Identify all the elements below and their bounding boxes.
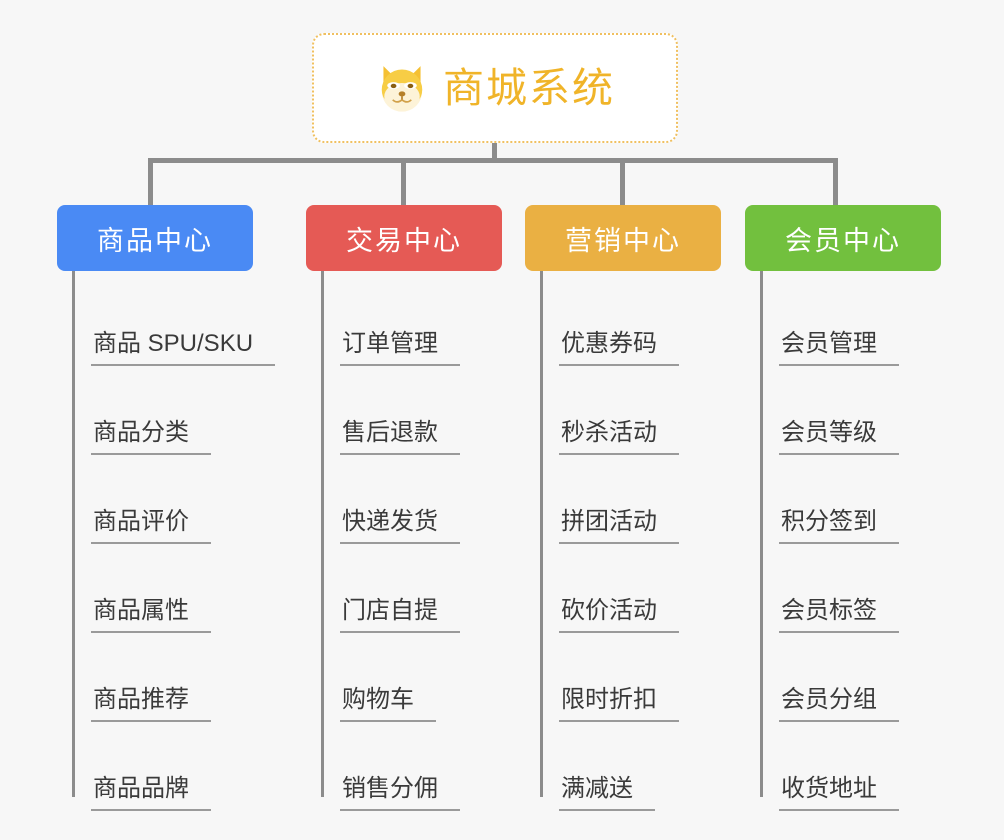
list-item-label: 优惠券码 (559, 330, 679, 366)
branch-spine-4 (760, 271, 763, 797)
list-item-label: 会员等级 (779, 419, 899, 455)
list-item-label: 快递发货 (340, 508, 460, 544)
branch-header-2[interactable]: 交易中心 (306, 205, 502, 271)
list-item[interactable]: 商品推荐 (75, 633, 253, 722)
root-node[interactable]: 商城系统 (312, 33, 678, 143)
root-node-label: 商城系统 (443, 64, 615, 111)
list-item[interactable]: 积分签到 (763, 455, 941, 544)
list-item-label: 售后退款 (340, 419, 460, 455)
list-item-label: 收货地址 (779, 775, 899, 811)
list-item[interactable]: 快递发货 (324, 455, 502, 544)
branch-column-2: 交易中心 订单管理 售后退款 快递发货 门店自提 购物车 销售分佣 (306, 205, 502, 811)
branch-header-4[interactable]: 会员中心 (745, 205, 941, 271)
connector-drop-2 (401, 158, 406, 208)
list-item[interactable]: 会员分组 (763, 633, 941, 722)
list-item[interactable]: 售后退款 (324, 366, 502, 455)
list-item-label: 积分签到 (779, 508, 899, 544)
list-item-label: 满减送 (559, 775, 655, 811)
list-item[interactable]: 限时折扣 (543, 633, 721, 722)
list-item-label: 商品分类 (91, 419, 211, 455)
list-item[interactable]: 收货地址 (763, 722, 941, 811)
connector-drop-4 (833, 158, 838, 208)
list-item[interactable]: 秒杀活动 (543, 366, 721, 455)
branch-header-1[interactable]: 商品中心 (57, 205, 253, 271)
branch-items-2: 订单管理 售后退款 快递发货 门店自提 购物车 销售分佣 (306, 271, 502, 811)
branch-column-1: 商品中心 商品 SPU/SKU 商品分类 商品评价 商品属性 商品推荐 商品品牌 (57, 205, 276, 811)
branch-items-1: 商品 SPU/SKU 商品分类 商品评价 商品属性 商品推荐 商品品牌 (57, 271, 276, 811)
list-item-label: 秒杀活动 (559, 419, 679, 455)
branch-header-3[interactable]: 营销中心 (525, 205, 721, 271)
list-item[interactable]: 拼团活动 (543, 455, 721, 544)
list-item-label: 拼团活动 (559, 508, 679, 544)
list-item-label: 限时折扣 (559, 686, 679, 722)
list-item[interactable]: 订单管理 (324, 277, 502, 366)
list-item[interactable]: 销售分佣 (324, 722, 502, 811)
list-item-label: 商品评价 (91, 508, 211, 544)
branch-spine-3 (540, 271, 543, 797)
list-item-label: 订单管理 (340, 330, 460, 366)
list-item[interactable]: 商品属性 (75, 544, 253, 633)
list-item-label: 会员标签 (779, 597, 899, 633)
list-item[interactable]: 砍价活动 (543, 544, 721, 633)
list-item-label: 商品属性 (91, 597, 211, 633)
list-item-label: 销售分佣 (340, 775, 460, 811)
connector-horizontal-bus (148, 158, 836, 163)
list-item[interactable]: 会员管理 (763, 277, 941, 366)
branch-spine-1 (72, 271, 75, 797)
list-item-label: 砍价活动 (559, 597, 679, 633)
list-item-label: 会员管理 (779, 330, 899, 366)
branch-items-3: 优惠券码 秒杀活动 拼团活动 砍价活动 限时折扣 满减送 (525, 271, 721, 811)
connector-drop-1 (148, 158, 153, 208)
branch-items-4: 会员管理 会员等级 积分签到 会员标签 会员分组 收货地址 (745, 271, 941, 811)
list-item[interactable]: 会员等级 (763, 366, 941, 455)
branch-spine-2 (321, 271, 324, 797)
connector-drop-3 (620, 158, 625, 208)
list-item[interactable]: 商品分类 (75, 366, 253, 455)
connector-root-stem (492, 143, 497, 161)
list-item-label: 门店自提 (340, 597, 460, 633)
list-item-label: 会员分组 (779, 686, 899, 722)
list-item-label: 商品品牌 (91, 775, 211, 811)
list-item[interactable]: 门店自提 (324, 544, 502, 633)
shiba-dog-face-icon (381, 66, 423, 112)
list-item[interactable]: 会员标签 (763, 544, 941, 633)
list-item[interactable]: 商品 SPU/SKU (75, 277, 276, 366)
list-item-label: 商品推荐 (91, 686, 211, 722)
list-item-label: 购物车 (340, 686, 436, 722)
list-item[interactable]: 优惠券码 (543, 277, 721, 366)
list-item[interactable]: 商品评价 (75, 455, 253, 544)
list-item[interactable]: 购物车 (324, 633, 502, 722)
list-item-label: 商品 SPU/SKU (91, 330, 276, 366)
list-item[interactable]: 商品品牌 (75, 722, 253, 811)
branch-column-3: 营销中心 优惠券码 秒杀活动 拼团活动 砍价活动 限时折扣 满减送 (525, 205, 721, 811)
branch-column-4: 会员中心 会员管理 会员等级 积分签到 会员标签 会员分组 收货地址 (745, 205, 941, 811)
list-item[interactable]: 满减送 (543, 722, 721, 811)
